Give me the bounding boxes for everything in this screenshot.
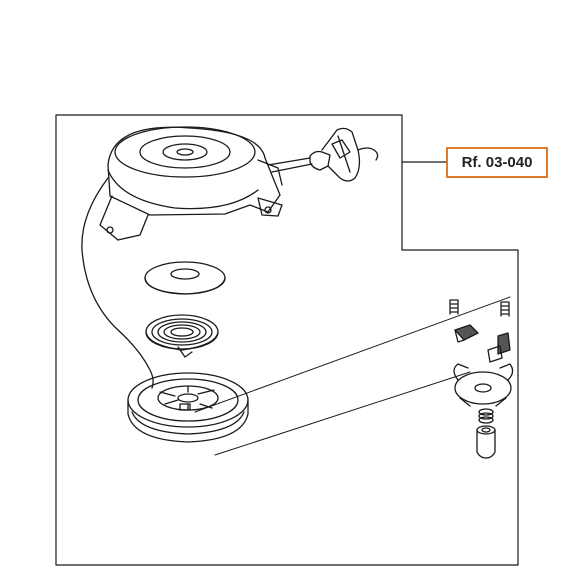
section-line-top (194, 296, 511, 413)
pulley (127, 372, 249, 443)
starter-rope (81, 157, 311, 389)
section-line-bottom (214, 371, 471, 456)
collar (476, 425, 496, 459)
friction-plate (453, 363, 514, 407)
ratchets (454, 324, 511, 363)
assembly-frame (55, 114, 519, 566)
small-spring (478, 408, 494, 424)
recoil-spring (145, 314, 219, 358)
recoil-housing (99, 126, 283, 241)
starter-handle (309, 127, 379, 182)
ratchet-springs (449, 299, 510, 317)
reference-label: Rf. 03-040 (446, 147, 548, 178)
washer (144, 261, 226, 295)
